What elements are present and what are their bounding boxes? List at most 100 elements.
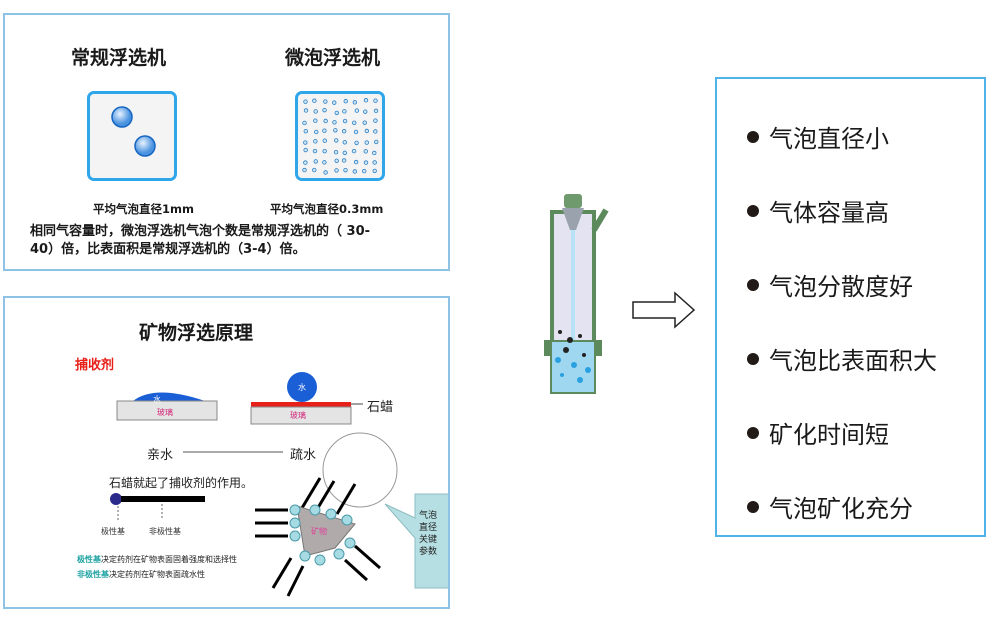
polar-desc-key: 极性基 [77,555,101,564]
nonpolar-group-label: 非极性基 [149,527,181,536]
water-drop-bead [287,372,317,402]
bullet-icon [747,130,759,143]
micro-bubble [374,139,379,145]
features-panel: 气泡直径小 气体容量高 气泡分散度好 气泡比表面积大 矿化时间短 气泡矿化充分 [715,77,986,537]
callout-text: 气泡 直径 关键 参数 [419,511,438,557]
feature-item: 气体容量高 [747,193,889,228]
micro-bubble [303,99,308,104]
micro-bubble [354,140,359,146]
micro-bubble [332,100,337,105]
glass-label-left: 玻璃 [157,408,173,417]
bullet-icon [747,278,759,291]
paraffin-label: 石蜡 [367,400,394,415]
micro-bubble [334,158,339,163]
micro-bubble [314,129,319,135]
micro-bubble [312,167,317,173]
principle-title: 矿物浮选原理 [139,322,254,344]
micro-bubble [322,107,327,113]
feature-item: 气泡直径小 [747,119,889,154]
micro-bubble [363,109,368,114]
micro-bubble [343,99,348,104]
micro-bubble [361,168,367,174]
micro-bubble [302,167,307,173]
principle-diagram [110,372,448,597]
micro-bubble [372,168,377,174]
micro-bubble [323,170,328,175]
micro-bubble [352,120,357,125]
comparison-note-line2: 40）倍，比表面积是常规浮选机的（3-4）倍。 [30,242,306,257]
micro-bubble [303,160,308,165]
nonpolar-desc-text: 决定药剂在矿物表面疏水性 [109,570,205,579]
nonpolar-description: 非极性基决定药剂在矿物表面疏水性 [77,569,205,580]
micro-bubble [312,98,317,103]
right-arrow-icon [632,291,696,329]
micro-bubble [303,147,308,153]
micro-bubbles-icon [302,98,379,175]
micro-bubble [342,150,348,156]
feature-item: 气泡分散度好 [747,267,913,302]
micro-bubble [322,128,327,133]
micro-bubble [332,120,337,125]
micro-bubble [373,129,378,134]
micro-bubble [312,148,318,154]
micro-bubble [363,160,369,165]
micro-bubble [313,109,318,114]
glass-slab-left [116,400,218,421]
micro-bubble [302,120,307,126]
micro-bubble [373,98,378,103]
feature-item: 气泡比表面积大 [747,341,937,376]
polar-desc-text: 决定药剂在矿物表面固着强度和选择性 [101,555,237,564]
micro-bubble [373,108,379,114]
feature-item: 矿化时间短 [747,415,889,450]
micro-bubble [363,98,369,103]
micro-bubble [342,140,348,145]
polar-group-label: 极性基 [101,527,125,536]
micro-flotation-title: 微泡浮选机 [285,47,381,69]
micro-bubble [364,140,369,145]
micro-bubble [362,120,367,125]
micro-bubble [352,100,358,105]
micro-bubble [353,159,359,165]
micro-bubble [341,129,347,134]
collector-label: 捕收剂 [75,358,115,373]
water-label-right: 水 [298,383,306,392]
glass-label-right: 玻璃 [290,411,306,420]
large-bubbles-box [87,91,177,181]
bullet-icon [747,352,759,365]
paraffin-layer [251,402,351,407]
micro-caption: 平均气泡直径0.3mm [270,202,384,216]
micro-bubble [303,129,309,134]
micro-bubble [322,138,327,143]
micro-bubble [343,167,348,173]
micro-bubble [322,160,327,165]
micro-bubble [333,128,338,133]
large-bubbles-icon [111,106,156,157]
micro-bubble [322,148,327,154]
mineral-particle [296,505,356,557]
comparison-note-line1: 相同气容量时，微泡浮选机气泡个数是常规浮选机的（ 30- [30,224,371,239]
micro-bubble [303,140,308,145]
micro-bubble [334,138,339,143]
hydrophilic-label: 亲水 [147,448,174,463]
micro-bubble [342,118,348,124]
conventional-flotation-title: 常规浮选机 [71,47,167,69]
micro-bubble [313,118,318,123]
callout-box [384,493,448,589]
flotation-column-illustration [544,194,609,394]
micro-bubble [372,150,377,156]
micro-bubble [353,129,359,135]
nonpolar-desc-key: 非极性基 [77,570,109,579]
glass-slab-right [250,406,352,425]
micro-bubble [334,110,340,116]
micro-bubble [354,108,360,113]
mineral-label: 矿物 [311,527,327,536]
micro-bubbles-box [295,91,385,181]
micro-bubble [313,139,318,144]
bullet-icon [747,204,759,217]
water-label-left: 水 [153,395,161,404]
water-drop-spread [133,392,205,401]
micro-bubble [334,168,339,173]
micro-bubble [313,159,318,164]
hydrophobic-label: 疏水 [290,448,317,463]
micro-bubble [303,108,309,113]
